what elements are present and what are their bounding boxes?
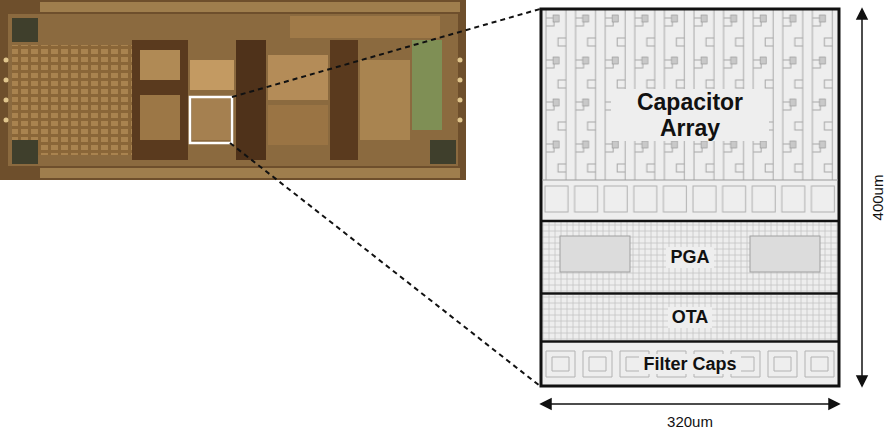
block-label: Filter Caps bbox=[639, 354, 740, 375]
dimension-label: 320um bbox=[665, 413, 715, 430]
block-label: OTA bbox=[668, 307, 713, 328]
layout-block: PGA bbox=[542, 223, 838, 292]
block-label: PGA bbox=[666, 247, 713, 268]
layout-block: OTA bbox=[542, 295, 838, 340]
dimension-label: 400um bbox=[870, 172, 887, 222]
layout-block: Filter Caps bbox=[542, 343, 838, 385]
block-label: Capacitor Array bbox=[611, 89, 769, 142]
layout-block: Capacitor Array bbox=[542, 10, 838, 220]
